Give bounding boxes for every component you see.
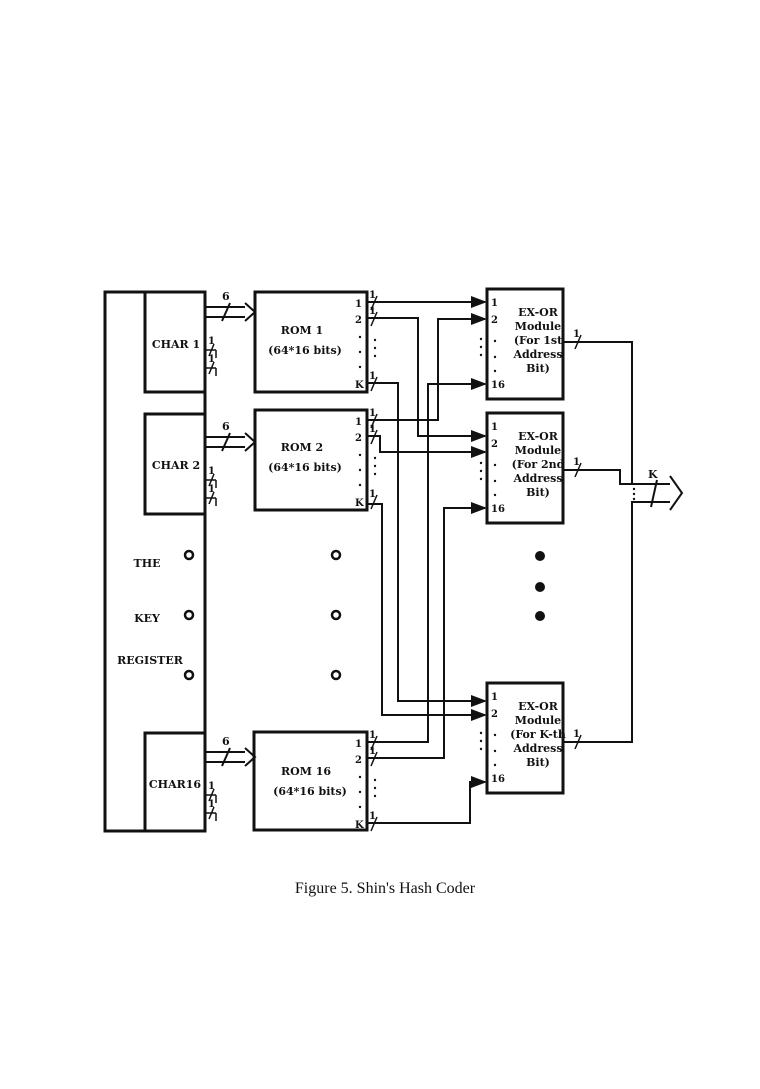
svg-text:(64*16 bits): (64*16 bits) [273,785,347,798]
svg-text:1: 1 [369,290,376,301]
svg-text:16: 16 [491,774,505,785]
bus-width-label: 6 [222,735,230,748]
svg-text:1: 1 [491,692,498,703]
svg-text:2: 2 [491,709,498,720]
svg-text:Bit): Bit) [526,486,550,499]
svg-text:2: 2 [355,433,362,444]
svg-text:2: 2 [355,755,362,766]
ellipsis-dot [183,609,195,621]
register-label-3: REGISTER [117,654,184,667]
ellipsis-dot [535,611,545,621]
svg-text:(For 2nd: (For 2nd [512,458,565,471]
bus-width-label: 6 [222,420,230,433]
svg-text:(For 1st: (For 1st [514,334,563,347]
svg-text:Module: Module [515,320,561,333]
svg-text:1: 1 [491,298,498,309]
svg-text:1: 1 [491,422,498,433]
wiring [367,296,487,824]
xor-module-k [485,681,565,795]
svg-text:Address: Address [512,472,562,485]
ellipsis-dot [183,669,195,681]
char-1-block: CHAR 1 [143,290,207,394]
svg-text:2: 2 [491,315,498,326]
svg-text:ROM 2: ROM 2 [281,441,323,454]
char-label: CHAR 2 [152,459,200,472]
svg-text:1: 1 [355,299,362,310]
svg-text:EX-OR: EX-OR [518,430,559,443]
svg-text:2: 2 [491,439,498,450]
svg-text:16: 16 [491,380,505,391]
char-to-rom-bus: 6 1 1 [205,290,257,376]
char-16-block: CHAR16 [143,731,207,833]
register-label-1: THE [134,557,161,570]
svg-text:EX-OR: EX-OR [518,700,559,713]
svg-text:1: 1 [369,371,376,382]
rom-1-block: ROM 1 (64*16 bits) [253,290,369,394]
svg-text:ROM 1: ROM 1 [281,324,323,337]
svg-text:1: 1 [573,729,580,740]
output-bus-width: K [648,468,658,481]
ellipsis-dot [535,582,545,592]
register-label-2: KEY [134,612,160,625]
ellipsis-dot [330,549,342,561]
svg-text:1: 1 [369,730,376,741]
svg-text:1: 1 [369,424,376,435]
svg-text:Address: Address [512,348,562,361]
ellipsis-dot [330,609,342,621]
svg-text:K: K [355,820,364,831]
svg-text:1: 1 [573,329,580,340]
rom-2-block: ROM 2 (64*16 bits) [253,408,369,512]
svg-text:1: 1 [369,489,376,500]
svg-text:1: 1 [369,746,376,757]
svg-text:1: 1 [369,811,376,822]
output-wiring [563,341,684,743]
svg-text:1: 1 [355,739,362,750]
svg-text:16: 16 [491,504,505,515]
char-label: CHAR 1 [152,338,200,351]
svg-text:K: K [355,498,364,509]
xor-module-2 [485,411,565,525]
xor-module-1 [485,287,565,401]
svg-text:Bit): Bit) [526,362,550,375]
char-to-rom-bus: 6 1 1 [205,735,257,821]
svg-text:Module: Module [515,714,561,727]
svg-text:ROM 16: ROM 16 [281,765,331,778]
svg-text:1: 1 [208,781,215,792]
svg-text:(64*16 bits): (64*16 bits) [268,344,342,357]
svg-text:K: K [355,380,364,391]
svg-text:1: 1 [208,466,215,477]
svg-text:(64*16 bits): (64*16 bits) [268,461,342,474]
figure-caption: Figure 5. Shin's Hash Coder [295,880,476,897]
svg-text:Module: Module [515,444,561,457]
ellipsis-dot [535,551,545,561]
char-label: CHAR16 [149,778,201,791]
svg-text:1: 1 [573,457,580,468]
ellipsis-dot [183,549,195,561]
rom-16-block: ROM 16 (64*16 bits) [252,730,369,832]
svg-text:Address: Address [512,742,562,755]
char-to-rom-bus: 6 1 1 [205,420,257,506]
svg-text:1: 1 [208,799,215,810]
svg-text:1: 1 [208,354,215,365]
svg-text:1: 1 [355,417,362,428]
ellipsis-dot [330,669,342,681]
svg-text:Bit): Bit) [526,756,550,769]
svg-text:2: 2 [355,315,362,326]
svg-text:(For K-th: (For K-th [510,728,566,741]
svg-text:EX-OR: EX-OR [518,306,559,319]
char-2-block: CHAR 2 [143,412,207,516]
svg-text:1: 1 [369,306,376,317]
svg-text:1: 1 [208,336,215,347]
svg-text:1: 1 [208,484,215,495]
bus-width-label: 6 [222,290,230,303]
svg-text:1: 1 [369,408,376,419]
